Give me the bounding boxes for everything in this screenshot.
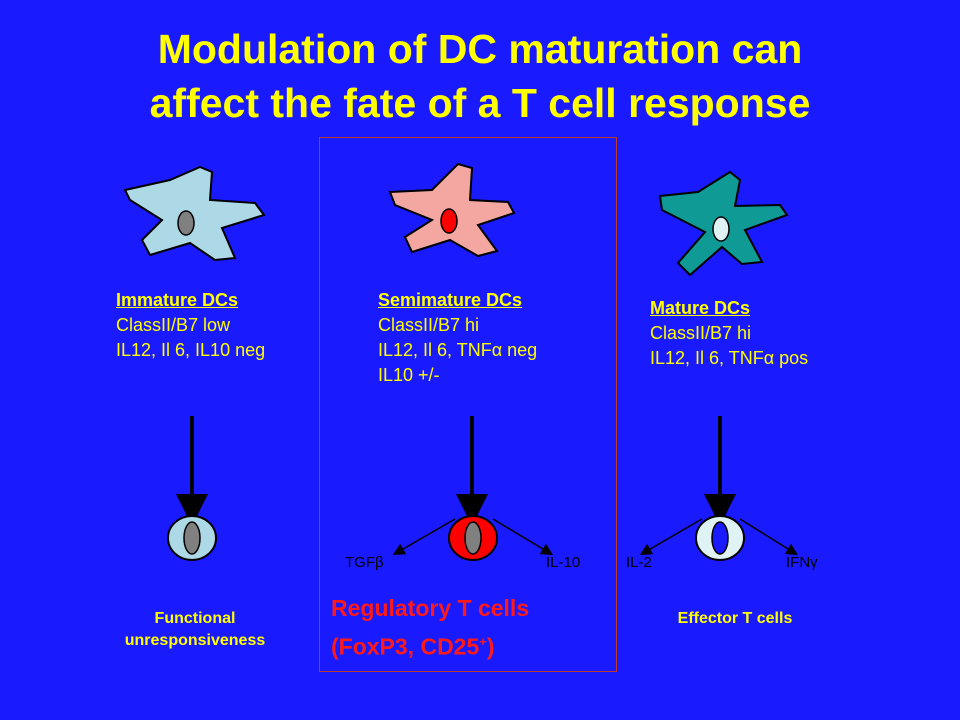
regulatory-t-cell	[448, 515, 498, 561]
regulatory-t-cells-label: Regulatory T cells (FoxP3, CD25+)	[331, 592, 529, 664]
mature-dc-nucleus	[712, 216, 730, 242]
slide-title: Modulation of DC maturation can affect t…	[0, 22, 960, 130]
mature-dc-heading: Mature DCs	[650, 298, 751, 318]
effector-t-cells-label: Effector T cells	[677, 610, 793, 627]
semimature-dc-nucleus	[440, 208, 458, 234]
il2-label: IL-2	[626, 554, 652, 571]
mature-dc-cell	[658, 170, 789, 277]
regulatory-line-2: (FoxP3, CD25+)	[331, 625, 529, 664]
outcome-line-2: unresponsiveness	[124, 632, 266, 649]
il2-arrow	[639, 518, 703, 556]
semimature-dc-line-3: IL10 +/-	[378, 365, 440, 385]
cd25-superscript: +	[479, 634, 487, 649]
il10-arrow	[492, 518, 554, 556]
regulatory-line-2-text: (FoxP3, CD25	[331, 633, 480, 660]
semimature-dc-line-1: ClassII/B7 hi	[378, 315, 480, 335]
mature-dc-line-1: ClassII/B7 hi	[650, 323, 752, 343]
regulatory-line-1: Regulatory T cells	[331, 595, 530, 621]
semimature-dc-heading: Semimature DCs	[378, 290, 523, 310]
regulatory-line-2-close: )	[486, 633, 495, 660]
ifng-label: IFNγ	[786, 554, 818, 571]
functional-unresponsiveness-label: Functional unresponsiveness	[70, 608, 320, 652]
outcome-line-1: Functional	[154, 610, 236, 627]
il10-label: IL-10	[546, 554, 581, 571]
immature-dc-heading: Immature DCs	[116, 290, 239, 310]
regulatory-highlight-box	[319, 137, 617, 672]
immature-dc-cell	[123, 165, 266, 262]
semimature-dc-line-2: IL12, Il 6, TNFα neg	[378, 340, 538, 360]
tgfb-label: TGFβ	[345, 554, 384, 571]
semimature-dc-description: Semimature DCs ClassII/B7 hi IL12, Il 6,…	[378, 288, 537, 388]
immature-dc-line-1: ClassII/B7 low	[116, 315, 231, 335]
immature-dc-line-2: IL12, Il 6, IL10 neg	[116, 340, 266, 360]
mature-dc-description: Mature DCs ClassII/B7 hi IL12, Il 6, TNF…	[650, 296, 808, 371]
immature-dc-description: Immature DCs ClassII/B7 low IL12, Il 6, …	[116, 288, 265, 363]
title-line-2: affect the fate of a T cell response	[149, 80, 811, 126]
anergic-t-cell	[167, 515, 217, 561]
title-line-1: Modulation of DC maturation can	[157, 26, 803, 72]
effector-t-cell	[695, 515, 745, 561]
mature-dc-line-2: IL12, Il 6, TNFα pos	[650, 348, 809, 368]
semimature-dc-cell	[388, 162, 516, 258]
ifng-arrow	[739, 518, 799, 556]
tgfb-arrow	[392, 518, 456, 556]
immature-dc-nucleus	[177, 210, 195, 236]
